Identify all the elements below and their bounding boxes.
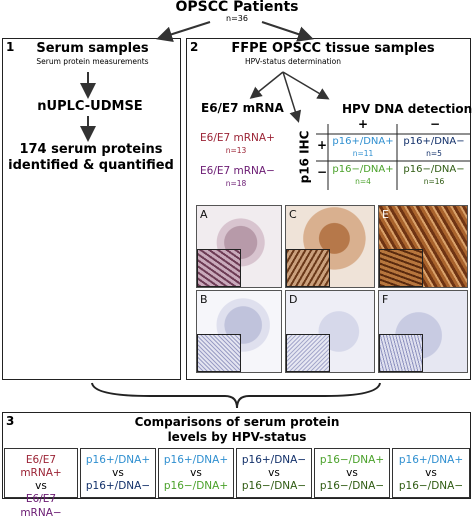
comparison-5-b: p16−/DNA−	[319, 480, 385, 493]
panel-e-label: E	[382, 208, 389, 221]
patients-title: OPSCC Patients	[175, 0, 299, 15]
panel-e: E	[378, 205, 468, 288]
comparison-4: p16+/DNA− vs p16−/DNA−	[236, 448, 312, 498]
dna-plus: +	[358, 117, 369, 131]
panel-d: D	[285, 290, 375, 373]
comparison-6-vs: vs	[425, 467, 437, 480]
cell-p16pos-dnaneg-n: n=5	[426, 149, 442, 158]
panel-b-inset	[197, 334, 241, 372]
panel-a-inset	[197, 249, 241, 287]
panel-e-inset	[379, 249, 423, 287]
cell-p16neg-dnaneg-n: n=16	[423, 177, 445, 186]
section2-number: 2	[190, 40, 199, 54]
cell-p16neg-dnaneg: p16−/DNA−	[403, 164, 465, 175]
cell-p16neg-dnapos: p16−/DNA+	[332, 164, 394, 175]
mrna-neg-label: E6/E7 mRNA−	[200, 165, 275, 177]
cell-p16neg-dnapos-n: n=4	[355, 177, 371, 186]
cell-p16pos-dnaneg: p16+/DNA−	[403, 136, 465, 147]
section3-number: 3	[6, 414, 15, 428]
panel-b: B	[196, 290, 282, 373]
method-label: nUPLC-UDMSE	[37, 99, 143, 114]
section1-number: 1	[6, 40, 15, 54]
comparison-3-a: p16+/DNA+	[163, 454, 229, 466]
comparison-1-a: E6/E7 mRNA+	[20, 454, 62, 480]
section1-box	[2, 38, 181, 380]
panel-f: F	[378, 290, 468, 373]
mrna-title: E6/E7 mRNA	[201, 101, 284, 115]
comparison-5-a: p16−/DNA+	[319, 454, 385, 466]
section3-title-line1: Comparisons of serum protein	[134, 415, 340, 429]
comparison-4-b: p16−/DNA−	[241, 480, 307, 493]
comparison-1-vs: vs	[35, 480, 47, 493]
result-line2: identified & quantified	[8, 158, 174, 173]
panel-b-label: B	[200, 293, 208, 306]
comparison-6: p16+/DNA+ vs p16−/DNA−	[392, 448, 470, 498]
comparison-2-vs: vs	[112, 467, 124, 480]
section3-box	[2, 412, 471, 499]
patients-count: n=36	[226, 14, 248, 23]
comparison-2-a: p16+/DNA+	[85, 454, 151, 466]
comparison-4-vs: vs	[268, 467, 280, 480]
section2-subtitle: HPV-status determination	[245, 57, 341, 66]
arrow-to-section2	[261, 21, 314, 42]
panel-a-label: A	[200, 208, 208, 221]
dna-minus: −	[430, 117, 441, 131]
panel-a: A	[196, 205, 282, 288]
curly-brace	[91, 382, 381, 409]
panel-d-label: D	[289, 293, 298, 306]
panel-c-label: C	[289, 208, 297, 221]
panel-f-label: F	[382, 293, 389, 306]
connectors	[80, 21, 470, 409]
arrow-to-mrna	[249, 71, 284, 99]
mrna-neg-n: n=18	[225, 179, 247, 188]
section1-title: Serum samples	[36, 41, 149, 56]
cell-p16pos-dnapos: p16+/DNA+	[332, 136, 394, 147]
mrna-pos-label: E6/E7 mRNA+	[200, 132, 275, 144]
arrow-to-ihc	[282, 71, 302, 123]
ihc-label: p16 IHC	[297, 130, 312, 184]
mrna-pos-n: n=13	[225, 146, 247, 155]
comparison-4-a: p16+/DNA−	[241, 454, 307, 466]
comparison-1-b: E6/E7 mRNA−	[20, 493, 62, 519]
panel-c: C	[285, 205, 375, 288]
section3-title-line2: levels by HPV-status	[167, 430, 307, 444]
ihc-plus: +	[317, 138, 328, 152]
comparison-mrna: E6/E7 mRNA+ vs E6/E7 mRNA−	[4, 448, 78, 519]
cell-p16pos-dnapos-n: n=11	[352, 149, 374, 158]
result-line1: 174 serum proteins	[19, 142, 163, 157]
comparison-3-b: p16−/DNA+	[163, 480, 229, 493]
comparison-2: p16+/DNA+ vs p16+/DNA−	[80, 448, 156, 498]
comparison-5: p16−/DNA+ vs p16−/DNA−	[314, 448, 390, 498]
section1-subtitle: Serum protein measurements	[36, 57, 149, 66]
panel-c-inset	[286, 249, 330, 287]
section2-title: FFPE OPSCC tissue samples	[231, 41, 435, 56]
comparison-2-b: p16+/DNA−	[85, 480, 151, 493]
dna-title: HPV DNA detection	[342, 102, 473, 116]
comparison-3-vs: vs	[190, 467, 202, 480]
ihc-minus: −	[317, 165, 328, 179]
arrow-to-dna	[282, 71, 330, 100]
arrow-to-section1	[156, 21, 211, 42]
panel-d-inset	[286, 334, 330, 372]
comparison-6-b: p16−/DNA−	[398, 480, 464, 493]
comparison-3: p16+/DNA+ vs p16−/DNA+	[158, 448, 234, 498]
panel-f-inset	[379, 334, 423, 372]
section2-box	[186, 38, 471, 380]
comparison-5-vs: vs	[346, 467, 358, 480]
comparison-6-a: p16+/DNA+	[398, 454, 464, 466]
